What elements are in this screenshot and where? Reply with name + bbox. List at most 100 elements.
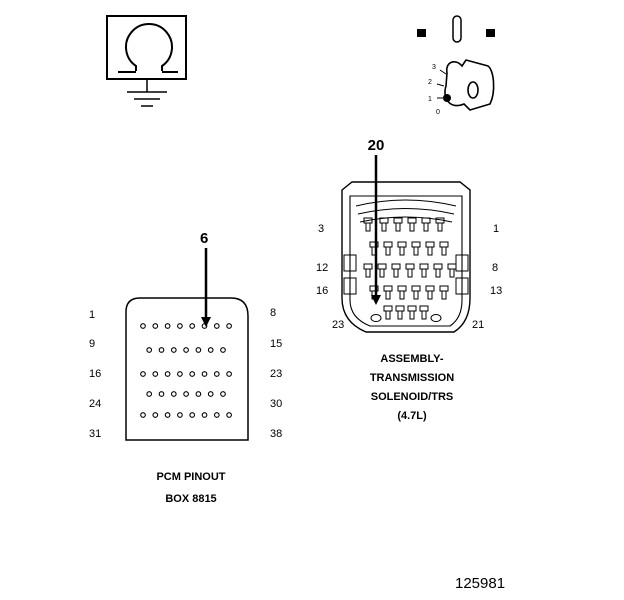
pcm-pin [220,347,226,353]
pcm-pin [189,323,196,329]
trs-terminal [411,285,421,300]
figure-number: 125981 [455,575,505,592]
trs-terminal [383,241,393,256]
pcm-pin [189,371,196,377]
pcm-pin [213,412,220,418]
trs-terminal [425,285,435,300]
pcm-caption-line1: PCM PINOUT [156,471,225,483]
pcm-pin [152,412,159,418]
trs-terminal-grid [363,217,457,320]
trs-terminal [425,241,435,256]
pcm-pin [213,371,220,377]
trs-terminal [383,285,393,300]
pcm-pin [146,347,153,353]
ignition-switch: 3 2 1 0 [417,15,495,116]
trs-caption-line4: (4.7L) [397,410,427,422]
pcm-pin [177,371,183,377]
trs-terminal [393,217,403,232]
trs-terminal [447,263,457,278]
ground-icon [127,79,167,107]
pcm-label-left-3: 16 [89,368,101,380]
ignition-key-icon [436,59,495,111]
ignition-position-3: 3 [432,64,436,71]
pcm-pin [183,391,189,397]
pcm-pin-grid [140,323,232,418]
trs-terminal [433,263,443,278]
pcm-label-left-4: 24 [89,398,101,410]
pcm-connector-outline [125,297,249,441]
pcm-pin [177,412,183,418]
trs-terminal [439,285,449,300]
ignition-position-2: 2 [428,79,432,86]
pcm-pin [195,347,202,353]
pcm-pin [164,371,171,377]
pcm-pin [213,323,220,329]
pcm-pin [152,323,159,329]
trs-connector: 20 3 12 16 23 1 8 13 21 ASSEMBLY- TRANSM… [316,137,502,422]
pcm-pin [177,323,183,329]
pcm-pin [189,412,196,418]
pcm-pin [207,347,214,353]
pcm-pin [226,323,232,329]
pcm-pin [201,371,208,377]
ohm-symbol-icon [125,23,173,71]
pcm-label-right-2: 15 [270,338,282,350]
trs-terminal [435,217,445,232]
trs-terminal [419,305,429,320]
trs-terminal [395,305,405,320]
trs-label-13: 13 [490,285,502,297]
trs-terminal [363,263,373,278]
trs-caption-line1: ASSEMBLY- [380,353,444,365]
pcm-label-left-2: 9 [89,338,95,350]
pcm-label-right-5: 38 [270,428,282,440]
pcm-label-right-3: 23 [270,368,282,380]
pcm-pin [195,391,202,397]
pcm-pin [140,371,146,377]
pcm-pinout: 6 1 9 16 24 31 8 15 23 30 38 PCM PINOUT … [89,230,282,505]
pcm-pin [152,371,159,377]
pcm-pin [220,391,226,397]
pcm-pin [226,371,232,377]
ignition-position-0: 0 [436,109,440,116]
trs-terminal [363,217,373,232]
pcm-pin [226,412,232,418]
trs-callout-number: 20 [368,137,385,154]
pcm-label-right-4: 30 [270,398,282,410]
trs-terminal [421,217,431,232]
trs-terminal [407,305,417,320]
pcm-label-left-1: 1 [89,309,95,321]
trs-label-23: 23 [332,319,344,331]
trs-label-21: 21 [472,319,484,331]
trs-terminal [411,241,421,256]
trs-terminal [383,305,393,320]
trs-terminal [439,241,449,256]
trs-terminal [407,217,417,232]
ignition-position-1: 1 [428,96,432,103]
trs-label-1: 1 [493,223,499,235]
pcm-pin [158,347,165,353]
pcm-pin [183,347,189,353]
trs-terminal [379,217,389,232]
pcm-label-left-5: 31 [89,428,101,440]
pcm-callout-number: 6 [200,230,208,247]
pcm-pin [207,391,214,397]
pcm-pin [201,412,208,418]
pcm-pin [170,391,177,397]
pcm-pin [158,391,165,397]
pcm-label-right-1: 8 [270,307,276,319]
trs-terminal [405,263,415,278]
ohmmeter-symbol [106,15,187,107]
pcm-pin [140,323,146,329]
trs-label-3: 3 [318,223,324,235]
trs-label-8: 8 [492,262,498,274]
trs-connector-shell [341,181,471,333]
pcm-pin [170,347,177,353]
pcm-pin [164,323,171,329]
trs-terminal [397,285,407,300]
trs-terminal [397,241,407,256]
trs-label-12: 12 [316,262,328,274]
trs-terminal [419,263,429,278]
trs-caption-line2: TRANSMISSION [370,372,454,384]
trs-terminal [377,263,387,278]
